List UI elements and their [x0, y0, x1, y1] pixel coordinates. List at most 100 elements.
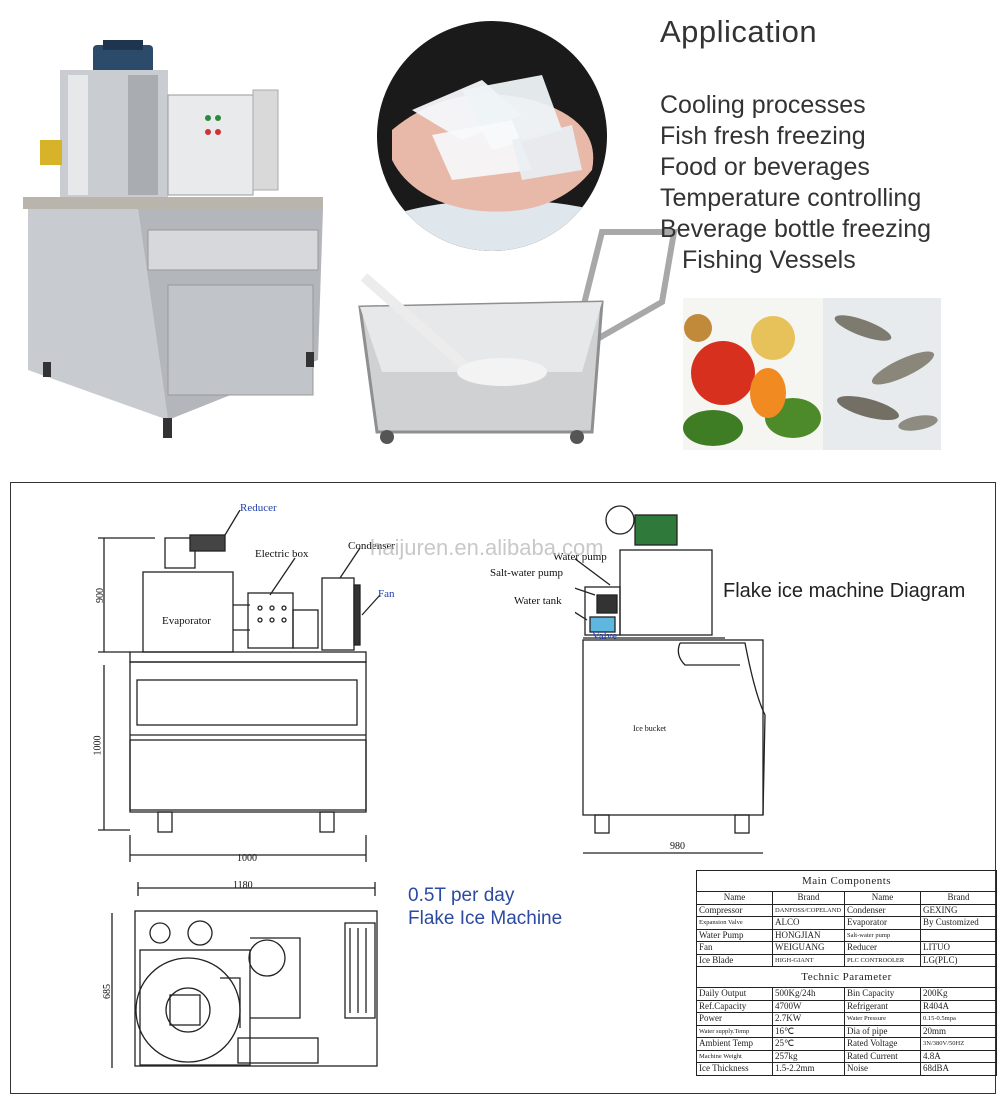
main-components-table: Main Components Name Brand Name Brand Co…	[695, 870, 998, 1076]
table-cell: 4.8A	[919, 1049, 998, 1063]
table-cell: Bin Capacity	[844, 987, 921, 1001]
label-reducer: Reducer	[240, 502, 277, 514]
table-cell: Ice Blade	[696, 953, 773, 967]
table-row: Compressor DANFOSS/COPELAND Condenser GE…	[696, 903, 998, 917]
list-item: Temperature controlling	[660, 184, 922, 212]
table-cell: Water Pressure	[844, 1012, 921, 1026]
table-cell: Compressor	[696, 903, 773, 917]
table-row: Ref.Capacity 4700W Refrigerant R404A	[696, 999, 998, 1013]
table-cell: Daily Output	[696, 987, 773, 1001]
table-cell: Refrigerant	[844, 999, 921, 1013]
table-cell: DANFOSS/COPELAND	[772, 903, 845, 917]
list-item: Beverage bottle freezing	[660, 215, 932, 243]
dim-width-top: 1180	[233, 880, 253, 891]
model-name: Flake Ice Machine	[408, 908, 563, 929]
table-cell: 16℃	[772, 1024, 845, 1038]
application-list: Cooling processes Fish fresh freezing Fo…	[660, 90, 931, 276]
table-row: Ice Thickness 1.5-2.2mm Noise 68dBA	[696, 1062, 998, 1076]
table-cell: Water supply.Temp	[696, 1024, 773, 1038]
list-item: Cooling processes	[660, 91, 866, 119]
label-salt-water-pump: Salt-water pump	[490, 567, 564, 579]
table-row: Water supply.Temp 16℃ Dia of pipe 20mm	[696, 1024, 998, 1038]
table-row: Ice Blade HIGH-GIANT PLC CONTROOLER LG(P…	[696, 953, 998, 967]
table-cell: 500Kg/24h	[772, 987, 845, 1001]
side-view-drawing	[575, 505, 766, 854]
table-cell: Fan	[696, 941, 773, 955]
table-cell: LG(PLC)	[919, 953, 998, 967]
table-cell: 200Kg	[919, 987, 998, 1001]
header-cell: Name	[696, 891, 773, 905]
table-cell: 257kg	[772, 1049, 845, 1063]
spec-tables: Main Components Name Brand Name Brand Co…	[695, 870, 998, 1076]
table-row: Expansion Valve ALCO Evaporator By Custo…	[696, 916, 998, 930]
table-cell: 3N/380V/50HZ	[919, 1037, 998, 1051]
vegetables-photo	[683, 298, 823, 450]
dim-depth-top: 685	[102, 984, 113, 999]
technic-parameter-title: Technic Parameter	[695, 966, 998, 988]
table-cell: 1.5-2.2mm	[772, 1062, 845, 1076]
table-cell: 0.15-0.5mpa	[919, 1012, 998, 1026]
label-fan: Fan	[378, 588, 395, 600]
table-cell: Rated Voltage	[844, 1037, 921, 1051]
table-cell	[919, 928, 998, 942]
table-cell: 20mm	[919, 1024, 998, 1038]
table-cell: Evaporator	[844, 916, 921, 930]
dim-height-top: 900	[95, 588, 106, 603]
list-item: Fish fresh freezing	[660, 122, 866, 150]
header-cell: Brand	[772, 891, 845, 905]
table-cell: 68dBA	[919, 1062, 998, 1076]
dim-width-front: 1000	[237, 853, 257, 864]
table-cell: Machine Weight	[696, 1049, 773, 1063]
flake-ice-photo	[377, 21, 607, 251]
table-cell: Dia of pipe	[844, 1024, 921, 1038]
label-water-pump: Water pump	[553, 551, 607, 563]
table-cell: WEIGUANG	[772, 941, 845, 955]
machine-photo	[23, 40, 323, 438]
table-row: Power 2.7KW Water Pressure 0.15-0.5mpa	[696, 1012, 998, 1026]
table-cell: By Customized	[919, 916, 998, 930]
table-row: Fan WEIGUANG Reducer LITUO	[696, 941, 998, 955]
table-cell: Expansion Valve	[696, 916, 773, 930]
table-cell: Water Pump	[696, 928, 773, 942]
ice-cart-photo	[358, 229, 678, 444]
table-cell: Noise	[844, 1062, 921, 1076]
table-cell: Ambient Temp	[696, 1037, 773, 1051]
table-cell: Rated Current	[844, 1049, 921, 1063]
list-item: Fishing Vessels	[682, 246, 856, 274]
table-cell: Condenser	[844, 903, 921, 917]
table-row: Daily Output 500Kg/24h Bin Capacity 200K…	[696, 987, 998, 1001]
application-title: Application	[660, 14, 818, 49]
table-cell: PLC CONTROOLER	[844, 953, 921, 967]
table-cell: 2.7KW	[772, 1012, 845, 1026]
front-view-drawing	[98, 510, 381, 862]
label-condenser: Condenser	[348, 540, 396, 552]
label-ice-bucket: Ice bucket	[633, 724, 667, 733]
table-row: Machine Weight 257kg Rated Current 4.8A	[696, 1049, 998, 1063]
table-cell: 4700W	[772, 999, 845, 1013]
label-evaporator: Evaporator	[162, 615, 211, 627]
drawing-frame	[10, 482, 996, 1094]
table-cell: GEXING	[919, 903, 998, 917]
label-water-tank: Water tank	[514, 595, 562, 607]
table-cell: Power	[696, 1012, 773, 1026]
table-cell: LITUO	[919, 941, 998, 955]
watermark: haijuren.en.alibaba.com	[370, 535, 604, 560]
dim-width-side: 980	[670, 841, 685, 852]
diagram-title: Flake ice machine Diagram	[723, 580, 966, 602]
table-cell: Ice Thickness	[696, 1062, 773, 1076]
table-row: Water Pump HONGJIAN Salt-water pump	[696, 928, 998, 942]
model-capacity: 0.5T per day	[408, 885, 515, 906]
table-cell: R404A	[919, 999, 998, 1013]
table-cell: Ref.Capacity	[696, 999, 773, 1013]
table-cell: Salt-water pump	[844, 928, 921, 942]
table-row: Ambient Temp 25℃ Rated Voltage 3N/380V/5…	[696, 1037, 998, 1051]
label-valve: Valve	[592, 630, 618, 642]
fish-on-ice-photo	[823, 298, 941, 450]
top-view-drawing	[111, 882, 378, 1068]
table-cell: Reducer	[844, 941, 921, 955]
list-item: Food or beverages	[660, 153, 870, 181]
header-cell: Name	[844, 891, 921, 905]
table-cell: HIGH-GIANT	[772, 953, 845, 967]
table-cell: HONGJIAN	[772, 928, 845, 942]
table-cell: ALCO	[772, 916, 845, 930]
